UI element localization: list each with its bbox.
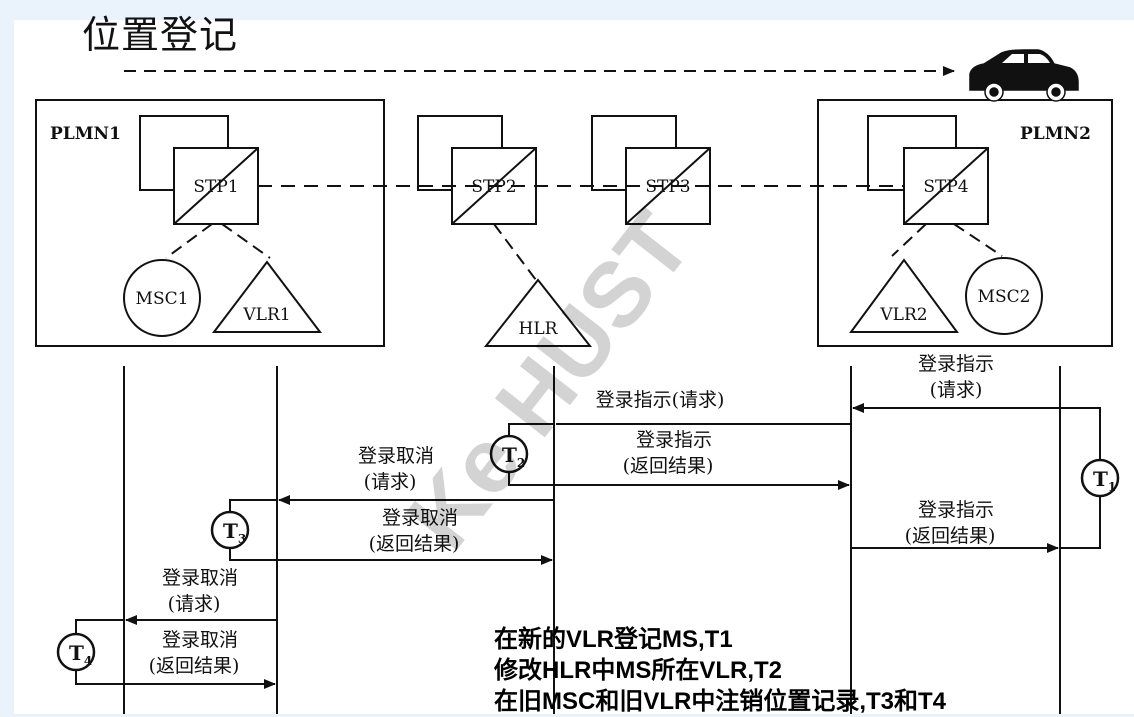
stp4-label: STP4 [923, 177, 968, 197]
msc1-label: MSC1 [136, 289, 189, 309]
msg-label-cancel-res-b: (返回结果) [369, 533, 460, 555]
page-title: 位置登记 [82, 13, 239, 57]
t2-label: T2 [502, 443, 525, 470]
msg-label-reg-ind-res-a: 登录指示 [636, 429, 712, 451]
msg-label-reg-ind-res2-b: (返回结果) [905, 525, 996, 547]
msg-label-cancel-res2-a: 登录取消 [162, 629, 238, 651]
car-icon [969, 49, 1079, 102]
plmn1-box [35, 99, 385, 347]
location-registration-diagram: PLMN1 PLMN2 STP1 STP2 STP3 STP4 MSC1 VLR… [35, 49, 1120, 714]
t4-circle [56, 632, 96, 672]
hlr-label: HLR [519, 319, 559, 339]
note-line: 在旧MSC和旧VLR中注销位置记录,T3和T4 [494, 688, 947, 715]
stp1-label: STP1 [193, 177, 238, 197]
t4-label: T4 [69, 641, 92, 668]
vlr2-node [849, 258, 959, 333]
msg-label-reg-ind-req-full: 登录指示(请求) [596, 389, 725, 411]
t1-label: T1 [1093, 467, 1116, 494]
note-line: 修改HLR中MS所在VLR,T2 [494, 657, 782, 684]
plmn2-label: PLMN2 [1020, 124, 1091, 144]
stp2-label: STP2 [471, 177, 516, 197]
note-line: 在新的VLR登记MS,T1 [494, 626, 733, 653]
msg-label-cancel-res2-b: (返回结果) [149, 655, 240, 677]
msg-label-cancel-res-a: 登录取消 [382, 507, 458, 529]
msg-label-cancel-req2-a: 登录取消 [162, 567, 238, 589]
msg-label-reg-ind-res-b: (返回结果) [623, 455, 714, 477]
msg-label-cancel-req-a: 登录取消 [358, 445, 434, 467]
vlr2-label: VLR2 [879, 305, 927, 325]
msg-label-cancel-req2-b: (请求) [168, 593, 221, 615]
msc2-node [965, 257, 1043, 335]
plmn2-box [817, 99, 1113, 347]
msg-label-reg-ind-req-b: (请求) [930, 379, 983, 401]
hlr-node [483, 278, 593, 347]
msg-label-cancel-req-b: (请求) [364, 471, 417, 493]
t3-label: T3 [223, 519, 246, 546]
vlr1-label: VLR1 [242, 305, 290, 325]
slide-canvas: PLMN1 PLMN2 STP1 STP2 STP3 STP4 MSC1 VLR… [14, 20, 1134, 717]
msg-label-reg-ind-res2-a: 登录指示 [918, 499, 994, 521]
watermark: Ke HUST [388, 194, 711, 567]
t2-circle [489, 434, 529, 474]
msg-label-reg-ind-req-a: 登录指示 [918, 353, 994, 375]
msc2-label: MSC2 [978, 287, 1031, 307]
stp3-label: STP3 [645, 177, 690, 197]
t3-circle [210, 510, 250, 550]
plmn1-label: PLMN1 [50, 124, 121, 144]
msc1-node [123, 259, 201, 337]
t1-circle [1080, 458, 1120, 498]
explanation-notes: 在新的VLR登记MS,T1 修改HLR中MS所在VLR,T2 在旧MSC和旧VL… [494, 624, 946, 717]
vlr1-node [211, 260, 323, 333]
